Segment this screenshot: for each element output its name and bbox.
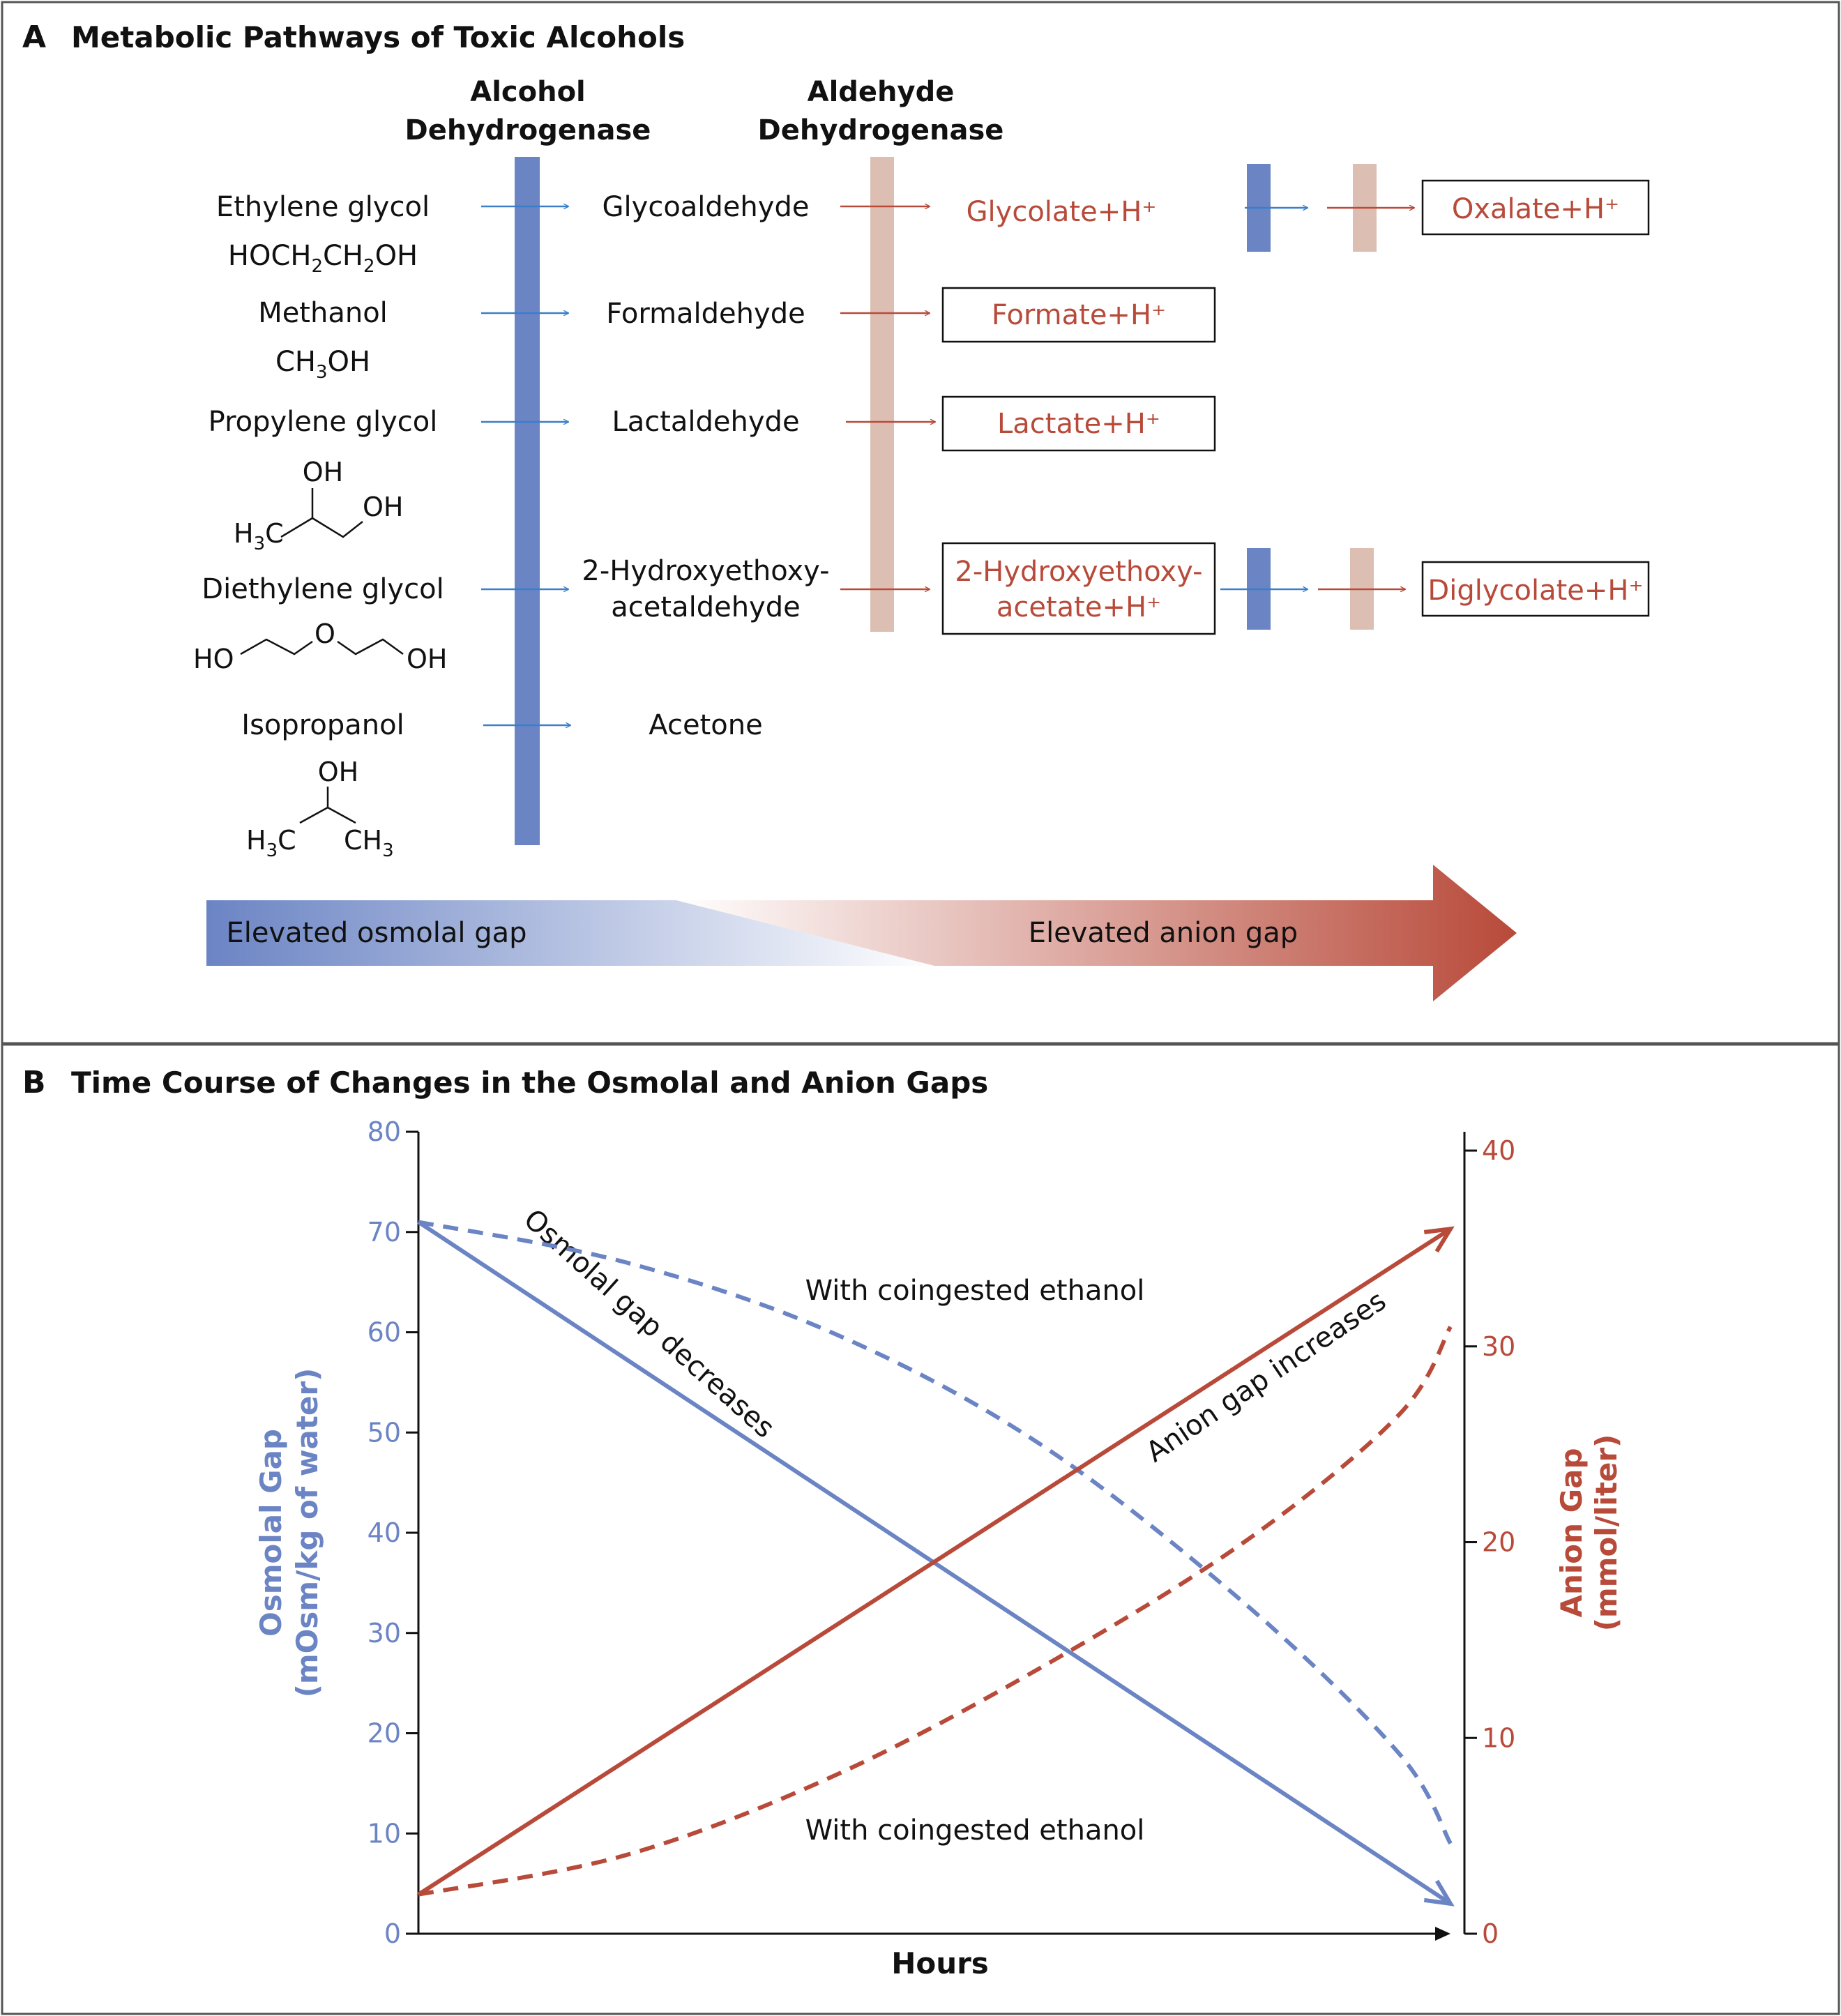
annotation-ethanol-osmolal: With coingested ethanol bbox=[805, 1275, 1145, 1307]
anion-gap-arrowhead bbox=[1423, 1226, 1455, 1253]
aldehyde-lactaldehyde: Lactaldehyde bbox=[612, 406, 799, 438]
box-formate bbox=[941, 287, 1216, 343]
svg-text:HO: HO bbox=[193, 644, 234, 674]
box-oxalate bbox=[1421, 179, 1650, 236]
y-right-tick-label: 20 bbox=[1482, 1527, 1515, 1558]
y-left-tick-label: 50 bbox=[368, 1417, 401, 1448]
osmolal-gap-arrowhead bbox=[1423, 1879, 1455, 1907]
time-course-chart: Osmolal Gap (mOsm/kg of water) Anion Gap… bbox=[254, 1116, 1623, 1980]
annotation-anion-increases: Anion gap increases bbox=[1140, 1284, 1391, 1469]
svg-text:H3C: H3C bbox=[234, 518, 284, 554]
y-right-tick-label: 10 bbox=[1482, 1722, 1515, 1753]
y-axis-left-title-line2: (mOsm/kg of water) bbox=[290, 1368, 324, 1698]
box-lactate bbox=[941, 395, 1216, 452]
y-left-tick-label: 20 bbox=[368, 1718, 401, 1749]
osmolal-gap-dashed-line bbox=[418, 1220, 1453, 1845]
formula-methanol: CH3OH bbox=[275, 346, 370, 383]
aldh-bar bbox=[870, 157, 894, 632]
acid-oxalate: Oxalate+H⁺ bbox=[1452, 193, 1619, 225]
aldehyde-glycoaldehyde: Glycoaldehyde bbox=[603, 191, 810, 223]
structure-diethylene-glycol: HO O OH bbox=[193, 619, 447, 674]
adh-header-line2: Dehydrogenase bbox=[405, 114, 651, 146]
adh-bar bbox=[515, 157, 540, 845]
osmolal-gap-band bbox=[206, 900, 934, 966]
acid-lactate: Lactate+H⁺ bbox=[997, 408, 1160, 440]
adh-header-line1: Alcohol bbox=[470, 76, 586, 108]
y-axis-left-title-line1: Osmolal Gap bbox=[254, 1429, 288, 1637]
y-left-tick-label: 0 bbox=[384, 1918, 401, 1949]
acid-formate: Formate+H⁺ bbox=[992, 299, 1166, 331]
acid-hydroxyethoxyacetate-line1: 2-Hydroxyethoxy- bbox=[955, 556, 1202, 588]
x-axis-arrowhead bbox=[1435, 1927, 1450, 1941]
aldehyde-formaldehyde: Formaldehyde bbox=[606, 298, 805, 330]
aldehyde-hydroxyethoxy-line1: 2-Hydroxyethoxy- bbox=[582, 555, 829, 587]
alcohol-isopropanol: Isopropanol bbox=[241, 709, 404, 741]
structure-isopropanol: OH H3C CH3 bbox=[246, 757, 394, 861]
alcohol-methanol: Methanol bbox=[258, 297, 388, 329]
y-left-tick-label: 70 bbox=[368, 1217, 401, 1248]
alcohol-propylene-glycol: Propylene glycol bbox=[209, 406, 438, 438]
osmolal-gap-label: Elevated osmolal gap bbox=[226, 917, 526, 949]
y-axis-right-title-line1: Anion Gap bbox=[1554, 1448, 1589, 1617]
y-right-tick-label: 30 bbox=[1482, 1331, 1515, 1362]
acid-diglycolate: Diglycolate+H⁺ bbox=[1427, 575, 1643, 607]
x-axis-title: Hours bbox=[891, 1946, 989, 1980]
y-right-tick-label: 40 bbox=[1482, 1135, 1515, 1166]
svg-text:OH: OH bbox=[407, 644, 447, 674]
svg-text:OH: OH bbox=[318, 757, 358, 787]
aldh-header-line1: Aldehyde bbox=[808, 76, 955, 108]
panel-b-title: Time Course of Changes in the Osmolal an… bbox=[71, 1066, 988, 1100]
y-right-tick-label: 0 bbox=[1482, 1918, 1499, 1949]
panel-a-title: Metabolic Pathways of Toxic Alcohols bbox=[71, 20, 685, 54]
panel-a-border bbox=[1, 1, 1840, 1045]
panel-b-letter: B bbox=[22, 1065, 46, 1100]
anion-gap-solid-line bbox=[417, 1227, 1452, 1897]
svg-text:CH3: CH3 bbox=[344, 825, 394, 861]
svg-text:OH: OH bbox=[363, 492, 403, 522]
y-left-tick-label: 10 bbox=[368, 1818, 401, 1849]
anion-gap-dashed-line bbox=[418, 1326, 1453, 1897]
y-left-tick-label: 30 bbox=[368, 1618, 401, 1649]
y-left-tick-label: 80 bbox=[368, 1116, 401, 1147]
acid-hydroxyethoxyacetate-line2: acetate+H⁺ bbox=[997, 591, 1161, 623]
svg-text:O: O bbox=[315, 619, 335, 649]
annotation-ethanol-anion: With coingested ethanol bbox=[805, 1814, 1145, 1847]
alcohol-diethylene-glycol: Diethylene glycol bbox=[202, 573, 444, 605]
svg-text:OH: OH bbox=[303, 457, 343, 487]
structure-propylene-glycol: OH OH H3C bbox=[234, 457, 403, 554]
anion-gap-label: Elevated anion gap bbox=[1029, 917, 1298, 949]
anion-gap-arrow bbox=[676, 865, 1517, 1001]
annotation-osmolal-decreases: Osmolal gap decreases bbox=[517, 1203, 780, 1444]
svg-text:H3C: H3C bbox=[246, 825, 296, 861]
aldh-arrows bbox=[840, 206, 935, 589]
aldehyde-hydroxyethoxy-line2: acetaldehyde bbox=[611, 591, 800, 623]
formula-ethylene-glycol: HOCH2CH2OH bbox=[228, 240, 418, 277]
box-hydroxyethoxyacetate bbox=[941, 542, 1216, 635]
adh-arrows bbox=[481, 206, 570, 725]
y-left-tick-label: 60 bbox=[368, 1317, 401, 1348]
acid-glycolate: Glycolate+H⁺ bbox=[967, 196, 1157, 228]
aldehyde-acetone: Acetone bbox=[649, 709, 762, 741]
alcohol-ethylene-glycol: Ethylene glycol bbox=[216, 191, 430, 223]
y-left-tick-label: 40 bbox=[368, 1517, 401, 1548]
aldh-header-line2: Dehydrogenase bbox=[758, 114, 1004, 146]
panel-a-letter: A bbox=[22, 20, 46, 55]
panel-b-border bbox=[1, 1043, 1840, 2015]
y-axis-right-title-line2: (mmol/liter) bbox=[1589, 1434, 1623, 1632]
box-diglycolate bbox=[1421, 561, 1650, 617]
